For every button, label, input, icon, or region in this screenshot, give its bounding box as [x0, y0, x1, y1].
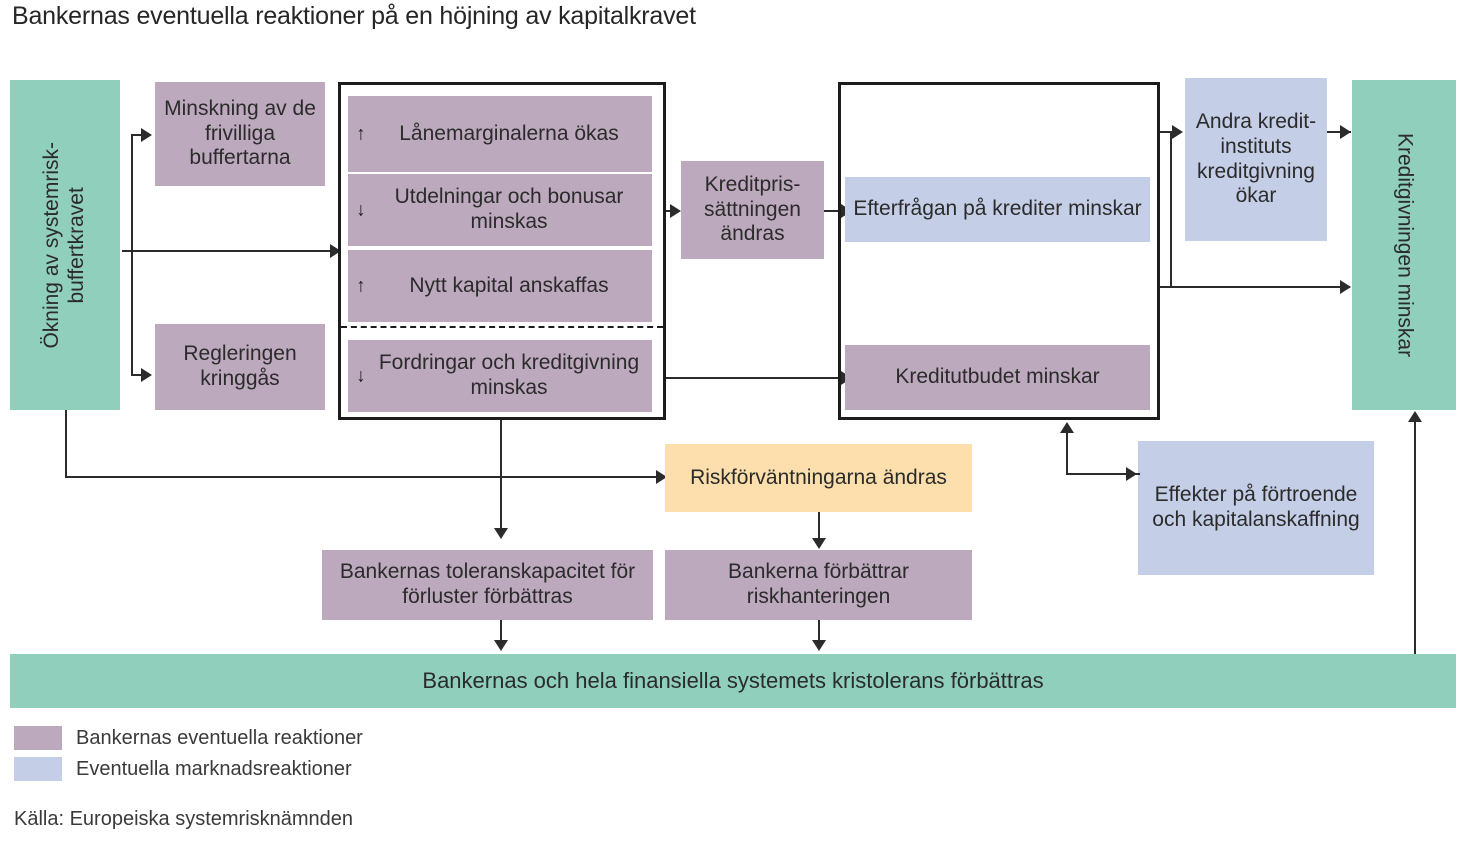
legend-swatch-blue	[14, 757, 62, 781]
node-andra-kreditinstitut-label: Andra kredit-instituts kreditgivning öka…	[1195, 109, 1317, 208]
arrowhead-down-to-tolerans	[494, 528, 508, 539]
node-kreditgivningen-minskar: Kreditgivningen minskar	[1352, 80, 1456, 410]
node-reglering-kringgas: Regleringen kringgås	[155, 324, 325, 410]
node-kreditutbudet-label: Kreditutbudet minskar	[895, 365, 1100, 389]
connector-trigger-down-stem	[65, 410, 67, 476]
node-kreditgivningen-minskar-label: Kreditgivningen minskar	[1393, 132, 1417, 358]
connector-trigger-to-riskforvantningar	[65, 476, 669, 478]
node-fordringar: ↓ Fordringar och kreditgivning minskas	[348, 340, 652, 412]
connector-trigger-branch-stem	[131, 134, 133, 374]
node-effekter-fortroende-label: Effekter på förtroende och kapitalanskaf…	[1152, 483, 1360, 531]
legend-item-market-reactions: Eventuella marknadsreaktioner	[14, 757, 352, 781]
connector-center-down-to-tolerans	[500, 420, 502, 532]
connector-effekter-left	[1066, 473, 1140, 475]
node-efterfragan-label: Efterfrågan på krediter minskar	[853, 197, 1142, 221]
node-reglering-kringgas-label: Regleringen kringgås	[183, 342, 297, 390]
node-toleranskapacitet-label: Bankernas toleranskapacitet för förluste…	[339, 560, 636, 608]
node-kristolerans: Bankernas och hela finansiella systemets…	[10, 654, 1456, 708]
node-fordringar-label: Fordringar och kreditgivning minskas	[378, 351, 640, 399]
node-kreditprissattning: Kreditpris-sättningen ändras	[681, 161, 824, 259]
direction-down-icon-utdelningar: ↓	[356, 199, 366, 221]
legend-label-market-reactions: Eventuella marknadsreaktioner	[76, 757, 352, 780]
node-effekter-fortroende: Effekter på förtroende och kapitalanskaf…	[1138, 441, 1374, 575]
node-trigger-label: Ökning av systemrisk- buffertkravet	[40, 141, 88, 349]
connector-risk-to-riskhantering	[818, 512, 820, 542]
connector-tolerans-to-bottom	[500, 620, 502, 644]
page-title: Bankernas eventuella reaktioner på en hö…	[12, 2, 696, 30]
legend-item-bank-reactions: Bankernas eventuella reaktioner	[14, 726, 363, 750]
arrowhead-to-kreditpris	[670, 204, 681, 218]
node-riskforvantningarna: Riskförväntningarna ändras	[665, 444, 972, 512]
arrowhead-to-center-group	[330, 244, 341, 258]
node-kreditprissattning-label: Kreditpris-sättningen ändras	[704, 172, 801, 246]
node-kreditutbudet: Kreditutbudet minskar	[845, 345, 1150, 410]
connector-effekter-riser	[1066, 431, 1068, 475]
connector-market-to-kreditgivning	[1160, 286, 1350, 288]
arrowhead-up-to-kreditgivning	[1408, 411, 1422, 422]
node-toleranskapacitet: Bankernas toleranskapacitet för förluste…	[322, 550, 653, 620]
direction-down-icon-fordringar: ↓	[356, 365, 366, 387]
connector-bottom-to-kreditgivning-riser	[1414, 420, 1416, 656]
connector-fordringar-to-kreditutbudet	[666, 377, 847, 379]
connector-riskhantering-to-bottom	[818, 620, 820, 644]
arrowhead-to-andra-kreditinstitut	[1172, 125, 1183, 139]
arrowhead-to-buffertar	[141, 128, 152, 142]
node-utdelningar-label: Utdelningar och bonusar minskas	[394, 185, 624, 233]
node-nytt-kapital: ↑ Nytt kapital anskaffas	[348, 250, 652, 322]
node-minskning-buffertar-label: Minskning av de frivilliga buffertarna	[164, 96, 316, 170]
legend-label-bank-reactions: Bankernas eventuella reaktioner	[76, 726, 363, 749]
group-bank-reactions	[338, 82, 666, 420]
node-riskhantering: Bankerna förbättrar riskhanteringen	[665, 550, 972, 620]
arrowhead-andra-to-kreditgivning	[1340, 125, 1351, 139]
arrowhead-tolerans-to-bottom	[494, 640, 508, 651]
arrowhead-down-to-riskhantering	[812, 538, 826, 549]
node-andra-kreditinstitut: Andra kredit-instituts kreditgivning öka…	[1185, 78, 1327, 241]
node-riskforvantningarna-label: Riskförväntningarna ändras	[690, 465, 947, 489]
connector-kreditpris-to-efterfragan	[824, 210, 848, 212]
direction-up-icon-nytt-kapital: ↑	[356, 275, 366, 297]
arrowhead-to-reglering	[141, 368, 152, 382]
source-note: Källa: Europeiska systemrisknämnden	[14, 808, 354, 830]
connector-trigger-to-buffertar	[131, 134, 145, 136]
arrowhead-riskhantering-to-bottom	[812, 640, 826, 651]
group-divider-dashed	[341, 326, 663, 328]
node-trigger: Ökning av systemrisk- buffertkravet	[10, 80, 120, 410]
connector-trigger-to-center-group	[122, 250, 336, 252]
connector-andra-to-kreditgivning	[1327, 131, 1351, 133]
node-utdelningar: ↓ Utdelningar och bonusar minskas	[348, 174, 652, 246]
arrowhead-to-riskforvantningar	[656, 470, 667, 484]
node-kristolerans-label: Bankernas och hela finansiella systemets…	[422, 668, 1044, 694]
node-minskning-buffertar: Minskning av de frivilliga buffertarna	[155, 82, 325, 186]
direction-up-icon-lanemarginaler: ↑	[356, 123, 366, 145]
node-efterfragan: Efterfrågan på krediter minskar	[845, 177, 1150, 242]
node-lanemarginaler-label: Lånemarginalerna ökas	[399, 121, 619, 145]
legend-swatch-purple	[14, 726, 62, 750]
arrowhead-into-effekter	[1126, 467, 1137, 481]
arrowhead-up-to-kreditutbudet	[1060, 422, 1074, 433]
node-riskhantering-label: Bankerna förbättrar riskhanteringen	[728, 560, 909, 608]
connector-trigger-to-reglering	[131, 374, 145, 376]
node-lanemarginaler: ↑ Lånemarginalerna ökas	[348, 96, 652, 172]
connector-market-right-riser	[1170, 131, 1172, 286]
node-nytt-kapital-label: Nytt kapital anskaffas	[409, 273, 609, 297]
group-market-reactions	[838, 82, 1160, 420]
arrowhead-to-kreditgivning-mid	[1340, 280, 1351, 294]
